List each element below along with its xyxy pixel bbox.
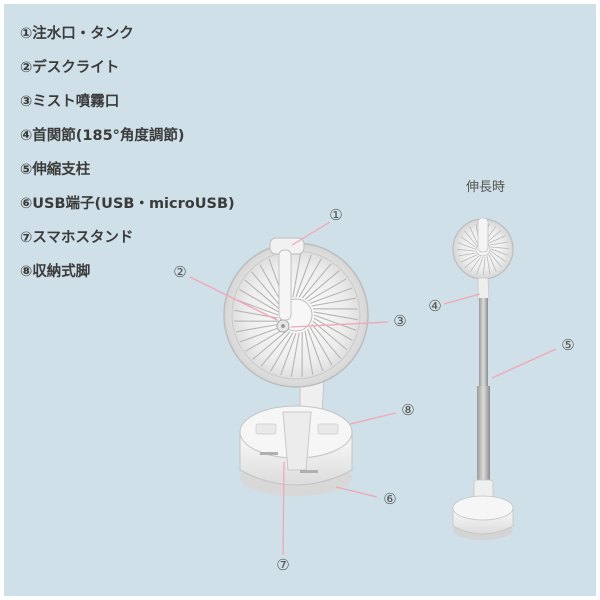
leader-line-1 xyxy=(291,221,331,246)
telescopic-pole-lower xyxy=(477,386,490,486)
grill-spoke xyxy=(490,248,509,256)
telescopic-pole-upper xyxy=(479,298,488,388)
extended-neck xyxy=(477,277,490,301)
grill-spoke xyxy=(486,230,502,243)
callout-2: ② xyxy=(173,263,187,281)
grill-spoke xyxy=(301,263,332,299)
callout-3: ③ xyxy=(393,312,407,330)
grill-spoke xyxy=(290,332,300,377)
callout-5: ⑤ xyxy=(561,336,575,354)
extended-fan xyxy=(452,217,514,540)
callout-6: ⑥ xyxy=(383,490,397,508)
usb-port-marking xyxy=(300,470,318,473)
grill-spoke xyxy=(490,246,510,250)
grill-spoke xyxy=(235,299,279,316)
leader-line-6 xyxy=(335,486,378,498)
leader-line-3 xyxy=(290,321,389,328)
grill-spoke xyxy=(311,323,341,359)
grill-spoke xyxy=(490,250,506,263)
phone-stand-slot xyxy=(282,411,312,471)
grill-spoke xyxy=(304,330,314,375)
grill-spoke xyxy=(307,328,324,372)
grill-spoke xyxy=(482,256,486,276)
grill-spoke xyxy=(457,242,476,250)
grill-spoke xyxy=(295,254,312,298)
grill-spoke xyxy=(486,255,491,275)
usb-port-marking xyxy=(260,452,278,455)
grill-spoke xyxy=(251,271,281,307)
grill-spoke xyxy=(476,256,484,275)
grill-spoke xyxy=(464,230,477,246)
grill-spoke xyxy=(292,253,302,298)
leader-line-4 xyxy=(443,293,481,305)
folded-fan xyxy=(223,237,369,496)
grill-spoke xyxy=(488,254,497,272)
grill-spoke xyxy=(460,235,476,248)
grill-spoke xyxy=(270,332,294,372)
desk-light-strip xyxy=(278,249,292,321)
feature-item-desk-light: ②デスクライト xyxy=(20,60,120,76)
callout-7: ⑦ xyxy=(276,556,290,574)
folding-leg xyxy=(317,423,339,435)
grill-spoke xyxy=(489,241,509,246)
callout-1: ① xyxy=(329,206,343,224)
grill-spoke xyxy=(313,317,353,341)
grill-spoke xyxy=(313,311,358,321)
grill-spoke xyxy=(469,226,478,244)
feature-item-folding-legs: ⑧収納式脚 xyxy=(20,264,91,280)
grill-spoke xyxy=(309,287,353,304)
feature-item-neck-joint: ④首関節(185°角度調節) xyxy=(20,128,185,144)
grill-spoke xyxy=(309,326,333,366)
feature-item-usb-port: ⑥USB端子(USB・microUSB) xyxy=(20,196,235,212)
grill-spoke xyxy=(304,270,340,300)
grill-spoke xyxy=(488,235,506,244)
grill-spoke xyxy=(259,264,283,304)
grill-spoke xyxy=(298,258,322,298)
feature-list: ①注水口・タンク ②デスクライト ③ミスト噴霧口 ④首関節(185°角度調節) … xyxy=(20,22,235,294)
feature-item-mist-outlet: ③ミスト噴霧口 xyxy=(20,94,120,110)
callout-8: ⑧ xyxy=(401,401,415,419)
grill-spoke xyxy=(307,278,347,302)
grill-spoke xyxy=(252,330,288,360)
grill-spoke xyxy=(236,323,281,333)
grill-spoke xyxy=(239,326,283,343)
leader-line-5 xyxy=(491,348,557,379)
leader-line-2 xyxy=(189,276,278,321)
grill-spoke xyxy=(280,332,297,376)
callout-4: ④ xyxy=(428,297,442,315)
fan-grill xyxy=(234,253,358,377)
feature-item-telescopic-pole: ⑤伸縮支柱 xyxy=(20,162,91,178)
grill-spoke xyxy=(464,255,480,268)
grill-spoke xyxy=(244,279,280,310)
folding-leg xyxy=(255,423,277,435)
grill-spoke xyxy=(469,256,482,272)
leader-line-8 xyxy=(349,412,397,425)
grill-spoke xyxy=(245,328,285,352)
leader-line-7 xyxy=(282,461,285,556)
feature-item-tank: ①注水口・タンク xyxy=(20,26,134,42)
leader-lines xyxy=(189,221,557,556)
grill-spoke xyxy=(457,252,477,257)
grill-spoke xyxy=(239,289,279,313)
grill-spoke xyxy=(456,248,476,252)
feature-item-phone-stand: ⑦スマホスタンド xyxy=(20,230,134,246)
grill-spoke xyxy=(260,331,291,367)
grill-spoke xyxy=(311,297,356,307)
extended-state-label: 伸長時 xyxy=(466,180,506,195)
grill-spoke xyxy=(313,314,357,331)
grill-spoke xyxy=(460,254,478,263)
grill-spoke xyxy=(489,252,502,268)
